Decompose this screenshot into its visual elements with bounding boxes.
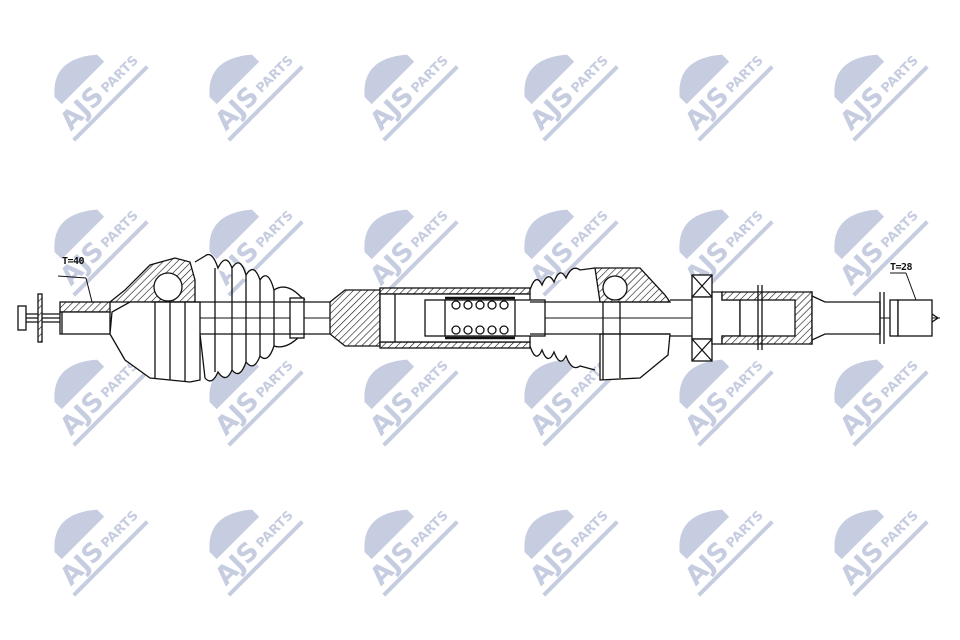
- left-spline-label: T=40: [62, 256, 85, 267]
- right-spline-label: T=28: [890, 262, 913, 273]
- end-bolt: [17, 293, 60, 343]
